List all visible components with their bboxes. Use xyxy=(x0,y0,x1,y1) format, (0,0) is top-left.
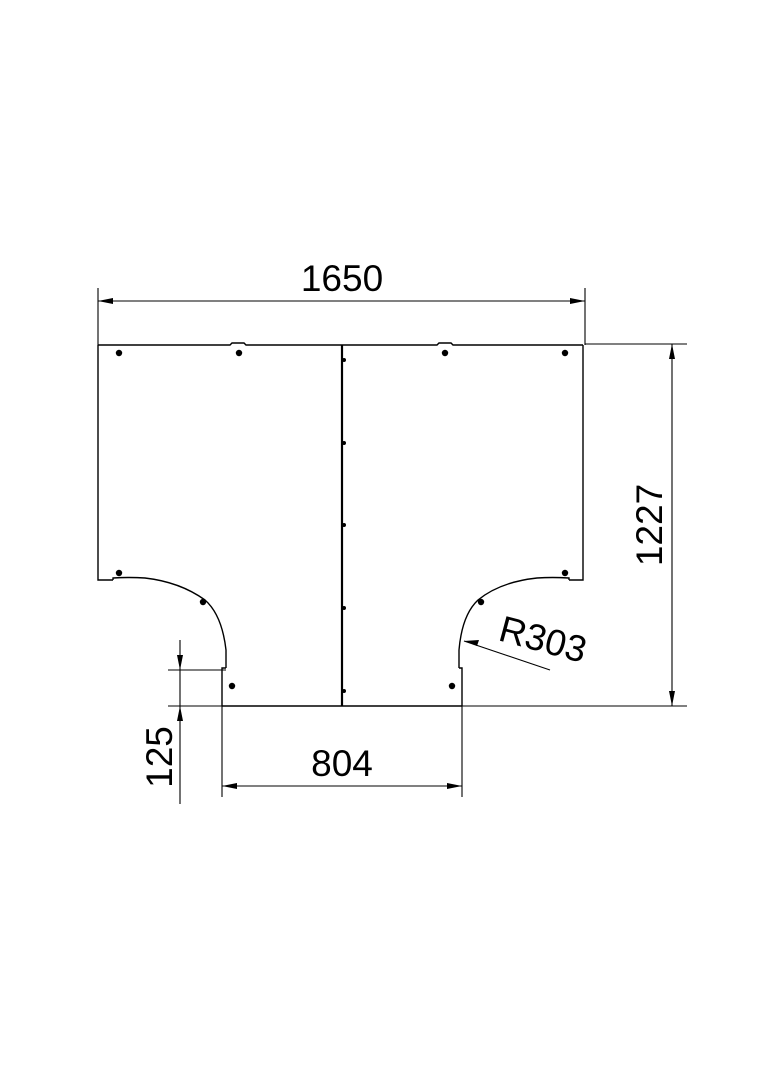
dimension-overall-height: 1227 xyxy=(462,343,687,707)
arrow-right-icon xyxy=(447,783,462,789)
hole-icon xyxy=(235,349,243,357)
dimension-radius: R303 xyxy=(463,608,591,671)
dimension-label-1227: 1227 xyxy=(629,484,670,566)
rivet-icon xyxy=(342,441,346,445)
arrow-left-icon xyxy=(222,783,237,789)
arrow-left-icon xyxy=(98,298,113,304)
arrow-down-icon xyxy=(177,655,183,670)
rivet-icon xyxy=(342,358,346,362)
hole-icon xyxy=(561,569,569,577)
dimension-step-height: 125 xyxy=(139,640,226,804)
hole-icon xyxy=(561,349,569,357)
mounting-holes xyxy=(115,349,569,693)
rivet-icon xyxy=(342,606,346,610)
hole-icon xyxy=(228,682,236,690)
arrow-up-icon xyxy=(177,706,183,721)
hole-icon xyxy=(448,682,456,690)
rivet-icon xyxy=(342,523,346,527)
hole-icon xyxy=(199,598,207,606)
hole-icon xyxy=(115,349,123,357)
dimension-overall-width: 1650 xyxy=(97,258,586,345)
dimension-label-804: 804 xyxy=(311,743,373,784)
hole-icon xyxy=(441,349,449,357)
arrow-up-icon xyxy=(669,344,675,359)
part-outline xyxy=(97,342,584,707)
arrow-radius-icon xyxy=(464,640,479,646)
arrow-down-icon xyxy=(669,691,675,706)
dimension-label-radius: R303 xyxy=(495,608,591,670)
dimension-label-1650: 1650 xyxy=(301,258,383,299)
hole-icon xyxy=(477,598,485,606)
dimension-inner-width: 804 xyxy=(221,706,463,797)
arrow-right-icon xyxy=(570,298,585,304)
dimension-label-125: 125 xyxy=(139,726,180,788)
rivet-icon xyxy=(342,689,346,693)
hole-icon xyxy=(115,569,123,577)
